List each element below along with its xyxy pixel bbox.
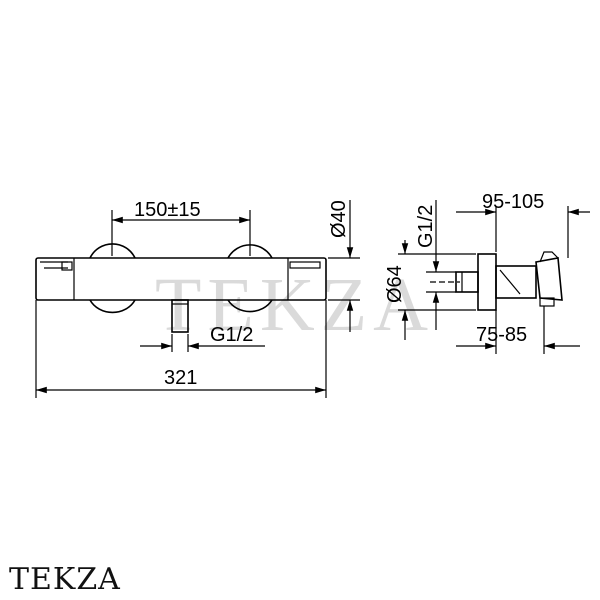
bottom-outlet <box>171 299 189 333</box>
dim-diameter-large-label: Ø64 <box>384 265 406 303</box>
side-inlet-nipple <box>455 271 479 293</box>
wall-plate <box>477 253 497 311</box>
brand-logo-text: TEKZA <box>9 562 121 597</box>
side-body <box>495 265 537 299</box>
side-handle <box>535 257 563 301</box>
dim-thread-bottom-label: G1/2 <box>210 324 253 346</box>
side-view: Ø64 G1/2 95-105 75-85 <box>384 191 590 354</box>
dim-spacing-label: 150±15 <box>134 199 201 221</box>
dim-total-length-label: 321 <box>164 367 197 389</box>
watermark-text: TEKZA <box>155 263 434 347</box>
front-view: 150±15 G1/2 321 Ø40 <box>35 199 360 398</box>
dim-depth-bottom-label: 75-85 <box>476 324 527 346</box>
dim-thread-side-label: G1/2 <box>415 205 437 248</box>
dim-depth-top-label: 95-105 <box>482 191 544 213</box>
dim-diameter-small-label: Ø40 <box>328 200 350 238</box>
